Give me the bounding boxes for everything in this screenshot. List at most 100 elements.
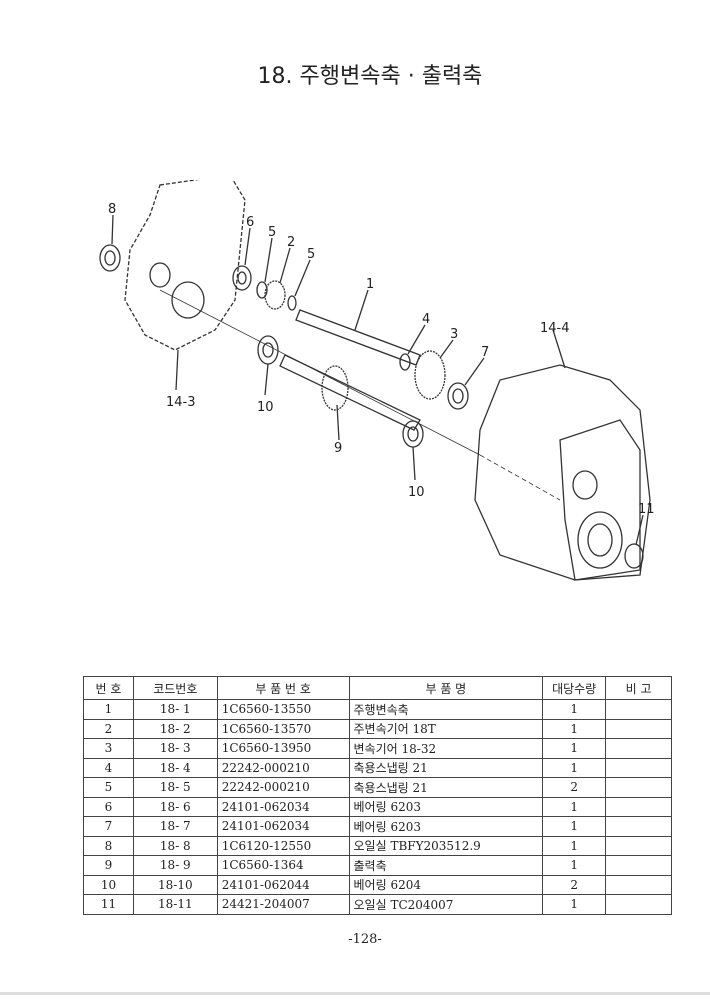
cell-qty: 1 bbox=[542, 699, 607, 720]
table-header-row: 번 호 코드번호 부 품 번 호 부 품 명 대당수량 비 고 bbox=[83, 676, 672, 700]
callout-5: 5 bbox=[268, 225, 276, 240]
gear-3 bbox=[414, 350, 446, 400]
shaft-1 bbox=[295, 309, 421, 366]
cell-code: 18- 1 bbox=[132, 699, 218, 720]
cell-name: 베어링 6203 bbox=[348, 796, 544, 817]
cell-no: 8 bbox=[83, 835, 134, 856]
cell-part-no: 24421-204007 bbox=[216, 894, 350, 915]
cell-part-no: 1C6560-1364 bbox=[216, 855, 350, 876]
cell-name: 베어링 6204 bbox=[348, 874, 544, 895]
cell-qty: 1 bbox=[542, 894, 607, 915]
cell-note bbox=[605, 757, 672, 778]
header-qty: 대당수량 bbox=[542, 676, 607, 700]
cell-qty: 1 bbox=[542, 757, 607, 778]
callout-14-3: 14-3 bbox=[166, 395, 196, 410]
cell-part-no: 24101-062044 bbox=[216, 874, 350, 895]
cell-qty: 1 bbox=[542, 835, 607, 856]
callout-6: 6 bbox=[246, 215, 254, 230]
cell-name: 베어링 6203 bbox=[348, 816, 544, 837]
callout-10: 10 bbox=[257, 400, 274, 415]
cell-no: 11 bbox=[83, 894, 134, 915]
oil-seal-8 bbox=[99, 244, 121, 272]
cell-name: 출력축 bbox=[348, 855, 544, 876]
gear-2 bbox=[264, 280, 286, 310]
cell-qty: 1 bbox=[542, 738, 607, 759]
cell-no: 1 bbox=[83, 699, 134, 720]
cell-note bbox=[605, 738, 672, 759]
cell-part-no: 22242-000210 bbox=[216, 777, 350, 798]
cell-code: 18- 8 bbox=[132, 835, 218, 856]
cell-no: 3 bbox=[83, 738, 134, 759]
snap-ring-5a bbox=[256, 281, 268, 299]
callout-4: 4 bbox=[422, 312, 430, 327]
bearing-10b bbox=[402, 420, 424, 448]
cell-part-no: 1C6560-13550 bbox=[216, 699, 350, 720]
cell-qty: 1 bbox=[542, 796, 607, 817]
cell-qty: 1 bbox=[542, 855, 607, 876]
cell-code: 18-11 bbox=[132, 894, 218, 915]
header-part-no: 부 품 번 호 bbox=[216, 676, 350, 700]
cell-note bbox=[605, 699, 672, 720]
page-number: -128- bbox=[348, 932, 382, 947]
header-part-name: 부 품 명 bbox=[348, 676, 544, 700]
cell-note bbox=[605, 835, 672, 856]
callout-2: 2 bbox=[287, 235, 295, 250]
cell-code: 18- 2 bbox=[132, 718, 218, 739]
bearing-6 bbox=[232, 265, 252, 291]
gear-9 bbox=[321, 365, 349, 411]
callout-11: 11 bbox=[638, 502, 655, 517]
cell-name: 오일실 TBFY203512.9 bbox=[348, 835, 544, 856]
callout-1: 1 bbox=[366, 277, 374, 292]
callout-10: 10 bbox=[408, 485, 425, 500]
scan-edge bbox=[0, 992, 710, 995]
cell-code: 18- 3 bbox=[132, 738, 218, 759]
cell-note bbox=[605, 894, 672, 915]
cell-code: 18- 5 bbox=[132, 777, 218, 798]
callout-9: 9 bbox=[334, 441, 342, 456]
shaft-9 bbox=[279, 354, 421, 431]
cell-part-no: 1C6560-13570 bbox=[216, 718, 350, 739]
cell-code: 18- 9 bbox=[132, 855, 218, 876]
cell-no: 10 bbox=[83, 874, 134, 895]
cell-code: 18- 4 bbox=[132, 757, 218, 778]
cell-no: 2 bbox=[83, 718, 134, 739]
callout-5: 5 bbox=[307, 247, 315, 262]
cell-part-no: 24101-062034 bbox=[216, 816, 350, 837]
cell-no: 5 bbox=[83, 777, 134, 798]
cell-no: 6 bbox=[83, 796, 134, 817]
oil-seal-11 bbox=[624, 543, 644, 569]
right-housing bbox=[474, 364, 651, 581]
cell-code: 18-10 bbox=[132, 874, 218, 895]
left-housing-cover bbox=[124, 180, 246, 351]
cell-part-no: 24101-062034 bbox=[216, 796, 350, 817]
header-no: 번 호 bbox=[83, 676, 134, 700]
cell-name: 변속기어 18-32 bbox=[348, 738, 544, 759]
callout-7: 7 bbox=[481, 345, 489, 360]
header-note: 비 고 bbox=[605, 676, 672, 700]
cell-note bbox=[605, 874, 672, 895]
cell-no: 9 bbox=[83, 855, 134, 876]
callout-3: 3 bbox=[450, 327, 458, 342]
callout-8: 8 bbox=[108, 202, 116, 217]
cell-note bbox=[605, 777, 672, 798]
cell-note bbox=[605, 816, 672, 837]
cell-code: 18- 6 bbox=[132, 796, 218, 817]
snap-ring-4 bbox=[399, 353, 411, 371]
cell-name: 오일실 TC204007 bbox=[348, 894, 544, 915]
cell-note bbox=[605, 855, 672, 876]
cell-part-no: 1C6120-12550 bbox=[216, 835, 350, 856]
cell-no: 4 bbox=[83, 757, 134, 778]
exploded-parts-diagram: 8 6 5 2 5 1 4 3 7 14-4 14-3 10 9 10 11 bbox=[99, 180, 655, 581]
cell-name: 축용스냅링 21 bbox=[348, 757, 544, 778]
bearing-10a bbox=[257, 335, 279, 365]
